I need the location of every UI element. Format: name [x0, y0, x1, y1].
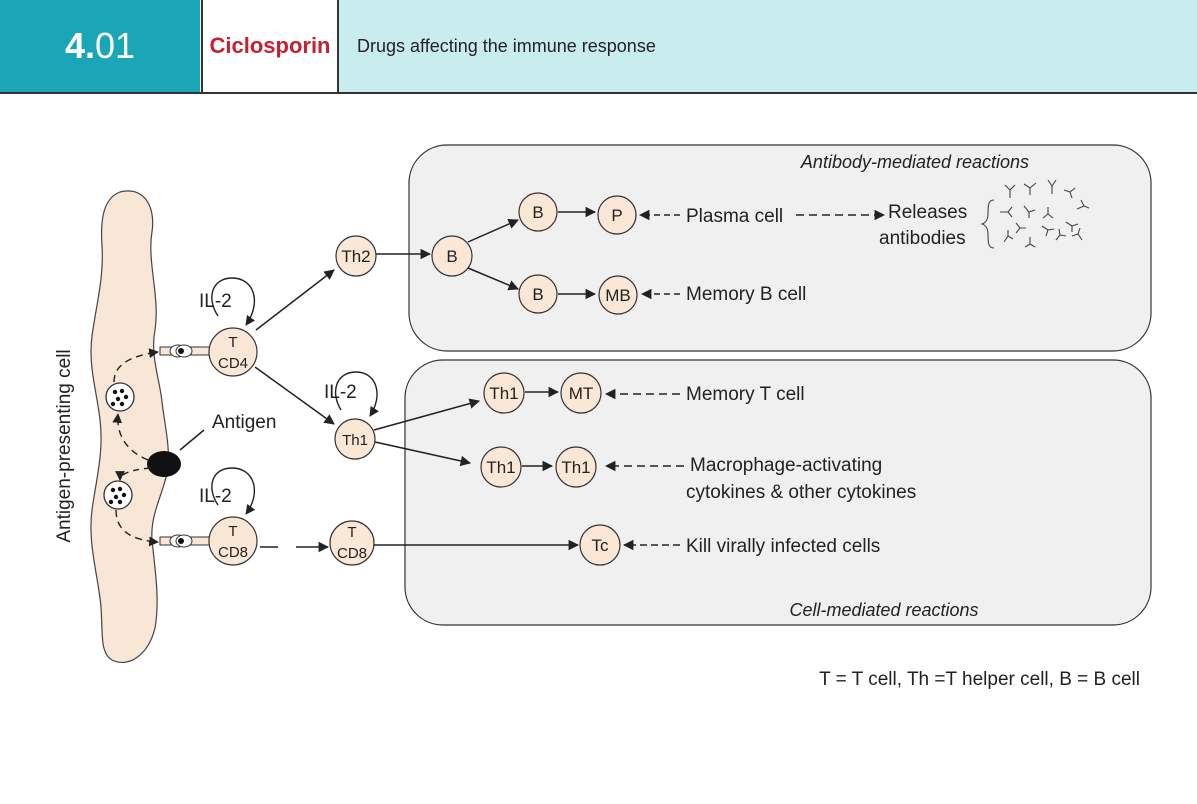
- antibody-icons: [1000, 179, 1090, 248]
- processing-arrow-1: [112, 413, 149, 461]
- section-number-major: 4.: [64, 25, 95, 66]
- cell-th1-center-label: Th1: [342, 432, 368, 449]
- cell-th1-effector-label: Th1: [561, 458, 590, 477]
- il2-loop-th1: [334, 371, 379, 417]
- cell-cd8-effector-t: T: [347, 524, 356, 541]
- arrow-th1-upper: [373, 398, 481, 431]
- antibody-panel: [408, 144, 1152, 352]
- antigen-particle: [147, 451, 181, 477]
- cell-b-upper-label: B: [532, 203, 543, 222]
- cell-th1-upper-label: Th1: [489, 384, 518, 403]
- antigen-vesicle-upper: [105, 382, 135, 412]
- arrow-b-b-upper: [467, 219, 519, 243]
- plasma-cell-label: Plasma cell: [686, 206, 783, 227]
- memory-b-label: Memory B cell: [686, 284, 806, 305]
- il2-loop-cd8: [211, 467, 256, 515]
- releases-label: Releases: [888, 202, 967, 223]
- apc-label: Antigen-presenting cell: [54, 349, 75, 542]
- cell-b-lower: [518, 274, 558, 314]
- il2-label-cd8: IL-2: [199, 486, 232, 507]
- antigen-vesicle-lower: [103, 480, 133, 510]
- memory-t-label: Memory T cell: [686, 384, 805, 405]
- cell-mb-label: MB: [605, 286, 631, 305]
- page-title: Ciclosporin: [201, 0, 339, 92]
- cell-b-lower-label: B: [532, 285, 543, 304]
- cell-th2-label: Th2: [341, 247, 370, 266]
- page-header: 4.01 Ciclosporin Drugs affecting the imm…: [0, 0, 1197, 94]
- header-divider: [0, 92, 1197, 94]
- cell-t-cd8-t: T: [228, 523, 237, 540]
- cell-b-upper: [518, 192, 558, 232]
- kill-label: Kill virally infected cells: [686, 536, 880, 557]
- cell-b-main-label: B: [446, 247, 457, 266]
- cell-th1-lower: [480, 446, 522, 488]
- receptor-cd8: [159, 534, 211, 548]
- arrow-cd4-th1: [254, 366, 335, 425]
- cell-th1-effector: [555, 446, 597, 488]
- processing-arrow-4: [115, 509, 159, 547]
- cell-p-label: P: [611, 206, 622, 225]
- antibody-panel-title: Antibody-mediated reactions: [800, 152, 1029, 172]
- il2-loop-cd4: [211, 277, 256, 326]
- receptor-cd4: [159, 344, 211, 358]
- antigen-label: Antigen: [212, 412, 276, 433]
- cell-t-cd4-label: CD4: [218, 355, 248, 372]
- abbreviation-legend: T = T cell, Th =T helper cell, B = B cel…: [819, 669, 1140, 690]
- macrophage-label-2: cytokines & other cytokines: [686, 482, 916, 503]
- cell-th1-center: [334, 418, 376, 460]
- arrow-b-b-lower: [467, 267, 519, 291]
- cell-p: [597, 195, 637, 235]
- processing-arrow-3: [115, 467, 151, 481]
- il2-label-th1: IL-2: [324, 382, 357, 403]
- cell-th2: [335, 235, 377, 277]
- cell-tc: [579, 524, 621, 566]
- antigen-pointer: [179, 429, 205, 451]
- antibodies-label: antibodies: [879, 228, 966, 249]
- cell-tc-label: Tc: [592, 536, 610, 555]
- arrow-th1-lower: [374, 441, 472, 467]
- cell-t-cd4-t: T: [228, 334, 237, 351]
- section-number-minor: 01: [94, 25, 136, 66]
- cell-mt: [560, 372, 602, 414]
- cell-th1-lower-label: Th1: [486, 458, 515, 477]
- antibody-brace: [980, 199, 995, 249]
- cell-t-cd4: [208, 327, 258, 377]
- cell-mt-label: MT: [569, 384, 594, 403]
- processing-arrow-2: [113, 348, 159, 383]
- macrophage-label-1: Macrophage-activating: [690, 455, 882, 476]
- cell-mb: [598, 275, 638, 315]
- cell-cd8-effector: [329, 520, 375, 566]
- section-number: 4.01: [0, 0, 200, 92]
- cell-panel-title: Cell-mediated reactions: [789, 600, 978, 620]
- il2-label-cd4: IL-2: [199, 291, 232, 312]
- chapter-subtitle: Drugs affecting the immune response: [339, 0, 1197, 92]
- cell-th1-upper: [483, 372, 525, 414]
- apc-body: [90, 190, 170, 664]
- arrow-cd4-th2: [255, 269, 335, 331]
- cell-cd8-effector-label: CD8: [337, 545, 367, 562]
- cell-b-main: [431, 235, 473, 277]
- cell-t-cd8: [208, 516, 258, 566]
- cell-t-cd8-label: CD8: [218, 544, 248, 561]
